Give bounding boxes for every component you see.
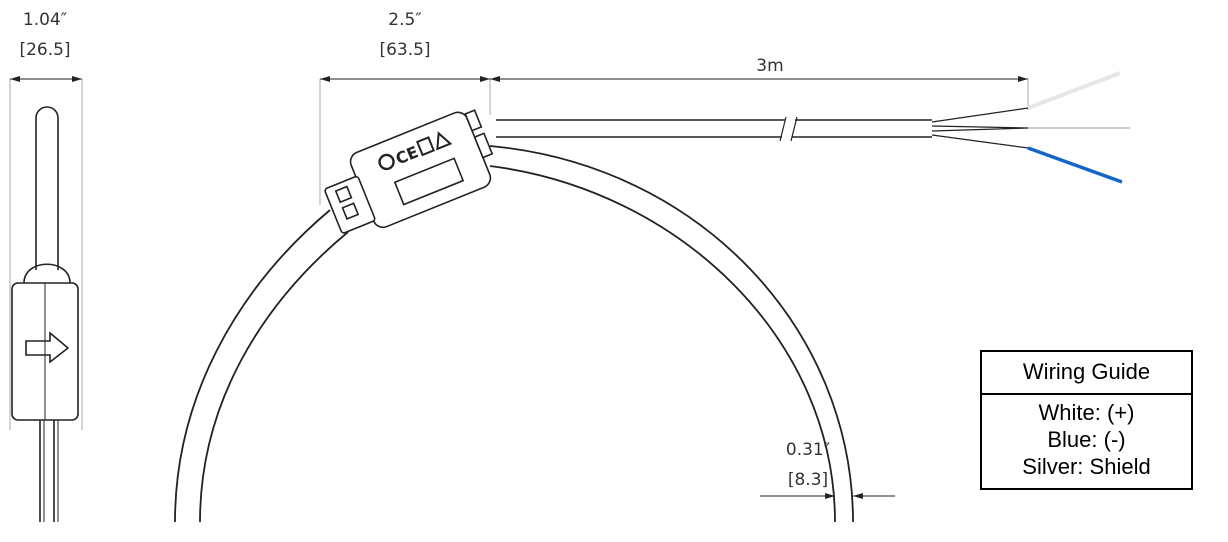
wiring-guide-table: Wiring Guide White: (+) Blue: (-) Silver… [980, 350, 1193, 490]
warning-icon [436, 131, 453, 151]
ul-mark-icon [378, 153, 395, 171]
cable-length: 3m [756, 56, 783, 76]
arrow-icon [25, 331, 70, 364]
side-width-mm: [26.5] [19, 40, 70, 60]
coil-thickness-mm: [8.3] [788, 470, 828, 490]
output-cable [496, 107, 1029, 149]
side-view [9, 76, 83, 522]
blue-wire [1027, 146, 1123, 184]
wiring-row-blue: Blue: (-) [1047, 427, 1126, 452]
wiring-guide-title: Wiring Guide [982, 352, 1191, 395]
connector-length-in: 2.5″ [388, 10, 421, 30]
wiring-row-white: White: (+) [1038, 400, 1135, 425]
dimension-lines [319, 76, 1029, 499]
connector-length-mm: [63.5] [379, 40, 430, 60]
coil-thickness-in: 0.31″ [786, 440, 830, 460]
wiring-row-silver: Silver: Shield [1022, 454, 1151, 479]
connector-housing: CE [324, 109, 494, 234]
rogowski-coil [174, 145, 854, 523]
side-width-in: 1.04″ [23, 10, 67, 30]
white-wire [1027, 71, 1121, 110]
